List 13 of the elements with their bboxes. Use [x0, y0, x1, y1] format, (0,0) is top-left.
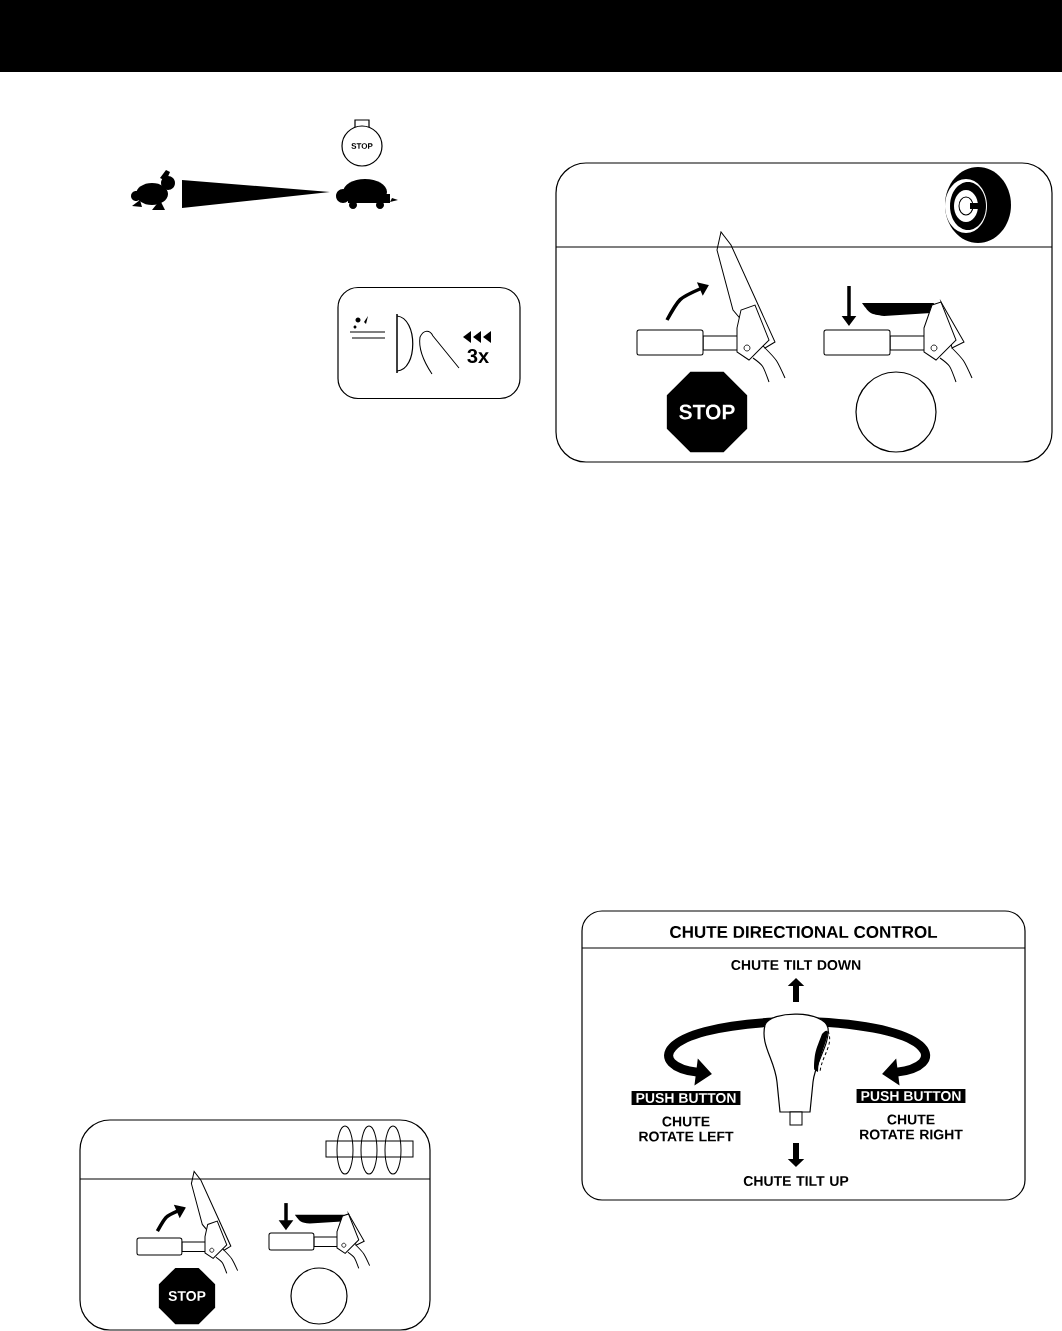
panel — [79, 1119, 431, 1331]
panel — [555, 162, 1053, 463]
stop-sign: STOP — [666, 371, 748, 453]
direction-label: CHUTE TILT UP — [743, 1176, 849, 1186]
push-button-label: PUSH BUTTON — [856, 1089, 966, 1103]
push-button-label: PUSH BUTTON — [631, 1091, 741, 1105]
direction-label: CHUTE ROTATE LEFT — [639, 1116, 734, 1142]
stop-sign: STOP — [158, 1267, 216, 1325]
empty-circle — [290, 1267, 348, 1325]
empty-circle — [855, 371, 937, 453]
direction-label: CHUTE ROTATE RIGHT — [860, 1114, 963, 1140]
direction-label: CHUTE TILT DOWN — [731, 960, 861, 970]
primer-box: 3x — [337, 286, 521, 400]
